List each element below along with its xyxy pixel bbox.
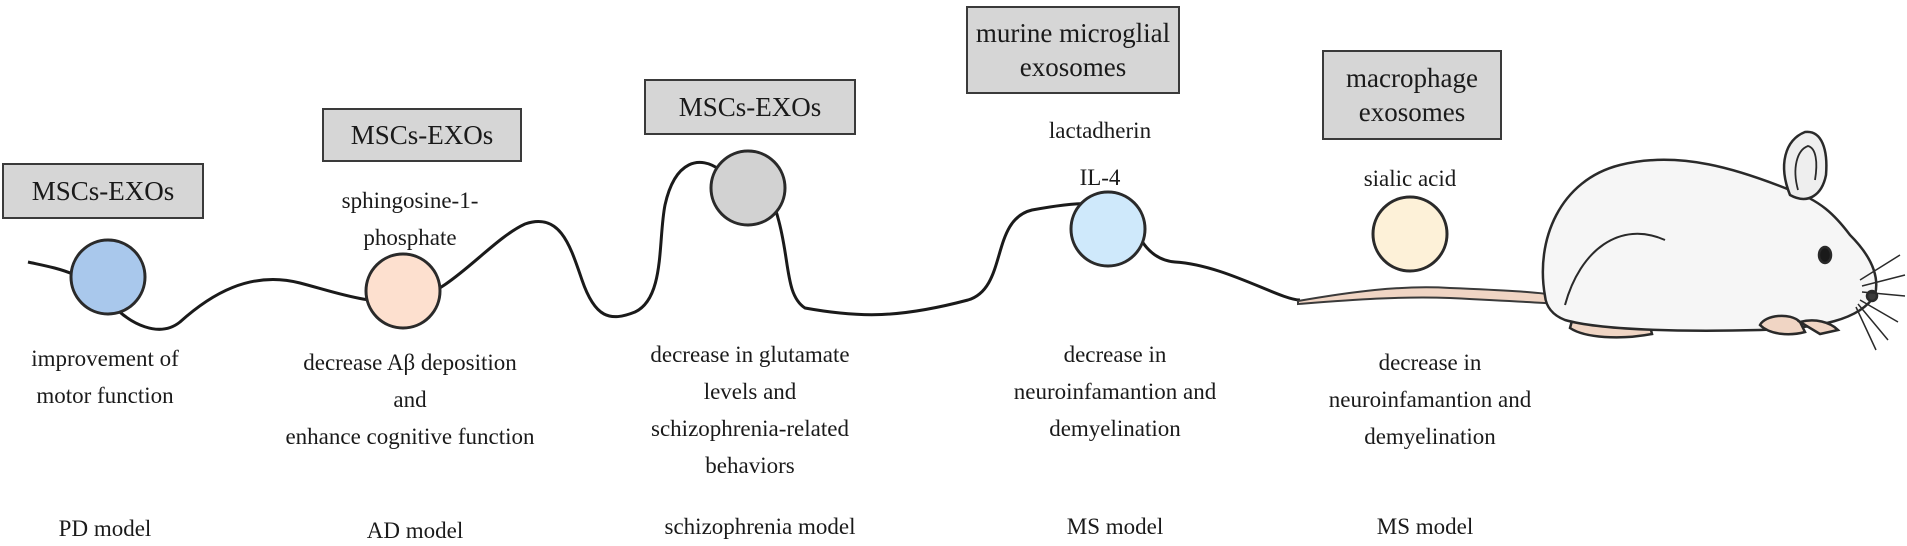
model-label-ms2: MS model [1376, 514, 1474, 539]
model-label-pd: PD model [58, 516, 152, 541]
source-box-schizophrenia: MSCs-EXOs [644, 79, 856, 135]
source-box-ms2: macrophage exosomes [1322, 50, 1502, 140]
source-box-ad: MSCs-EXOs [322, 108, 522, 162]
mouse-tail [1297, 286, 1561, 306]
molecule-ms2: sialic acid [1363, 166, 1457, 191]
wavy-tail-line [27, 160, 1301, 331]
vesicle-ad [364, 252, 442, 330]
vesicle-ms2 [1371, 195, 1449, 273]
vesicle-pd [69, 238, 147, 316]
vesicle-schizophrenia [709, 149, 787, 227]
effect-schizophrenia: decrease in glutamate levels and schizop… [650, 342, 850, 478]
effect-ms1: decrease in neuroinfamantion and demyeli… [1013, 342, 1217, 441]
effect-pd: improvement of motor function [31, 346, 179, 408]
effect-ms2: decrease in neuroinfamantion and demyeli… [1328, 350, 1532, 449]
mouse-icon [1541, 130, 1906, 351]
effect-ad: decrease Aβ deposition and enhance cogni… [285, 350, 535, 449]
vesicle-ms1 [1069, 190, 1147, 268]
source-box-ms1: murine microglial exosomes [966, 6, 1180, 94]
molecule-ad: sphingosine-1- phosphate [341, 188, 479, 250]
model-label-ms1: MS model [1066, 514, 1164, 539]
model-label-ad: AD model [366, 518, 464, 543]
molecule-ms1: lactadherin IL-4 [1048, 118, 1152, 190]
model-label-schizophrenia: schizophrenia model [664, 514, 856, 539]
source-box-pd: MSCs-EXOs [2, 163, 204, 219]
